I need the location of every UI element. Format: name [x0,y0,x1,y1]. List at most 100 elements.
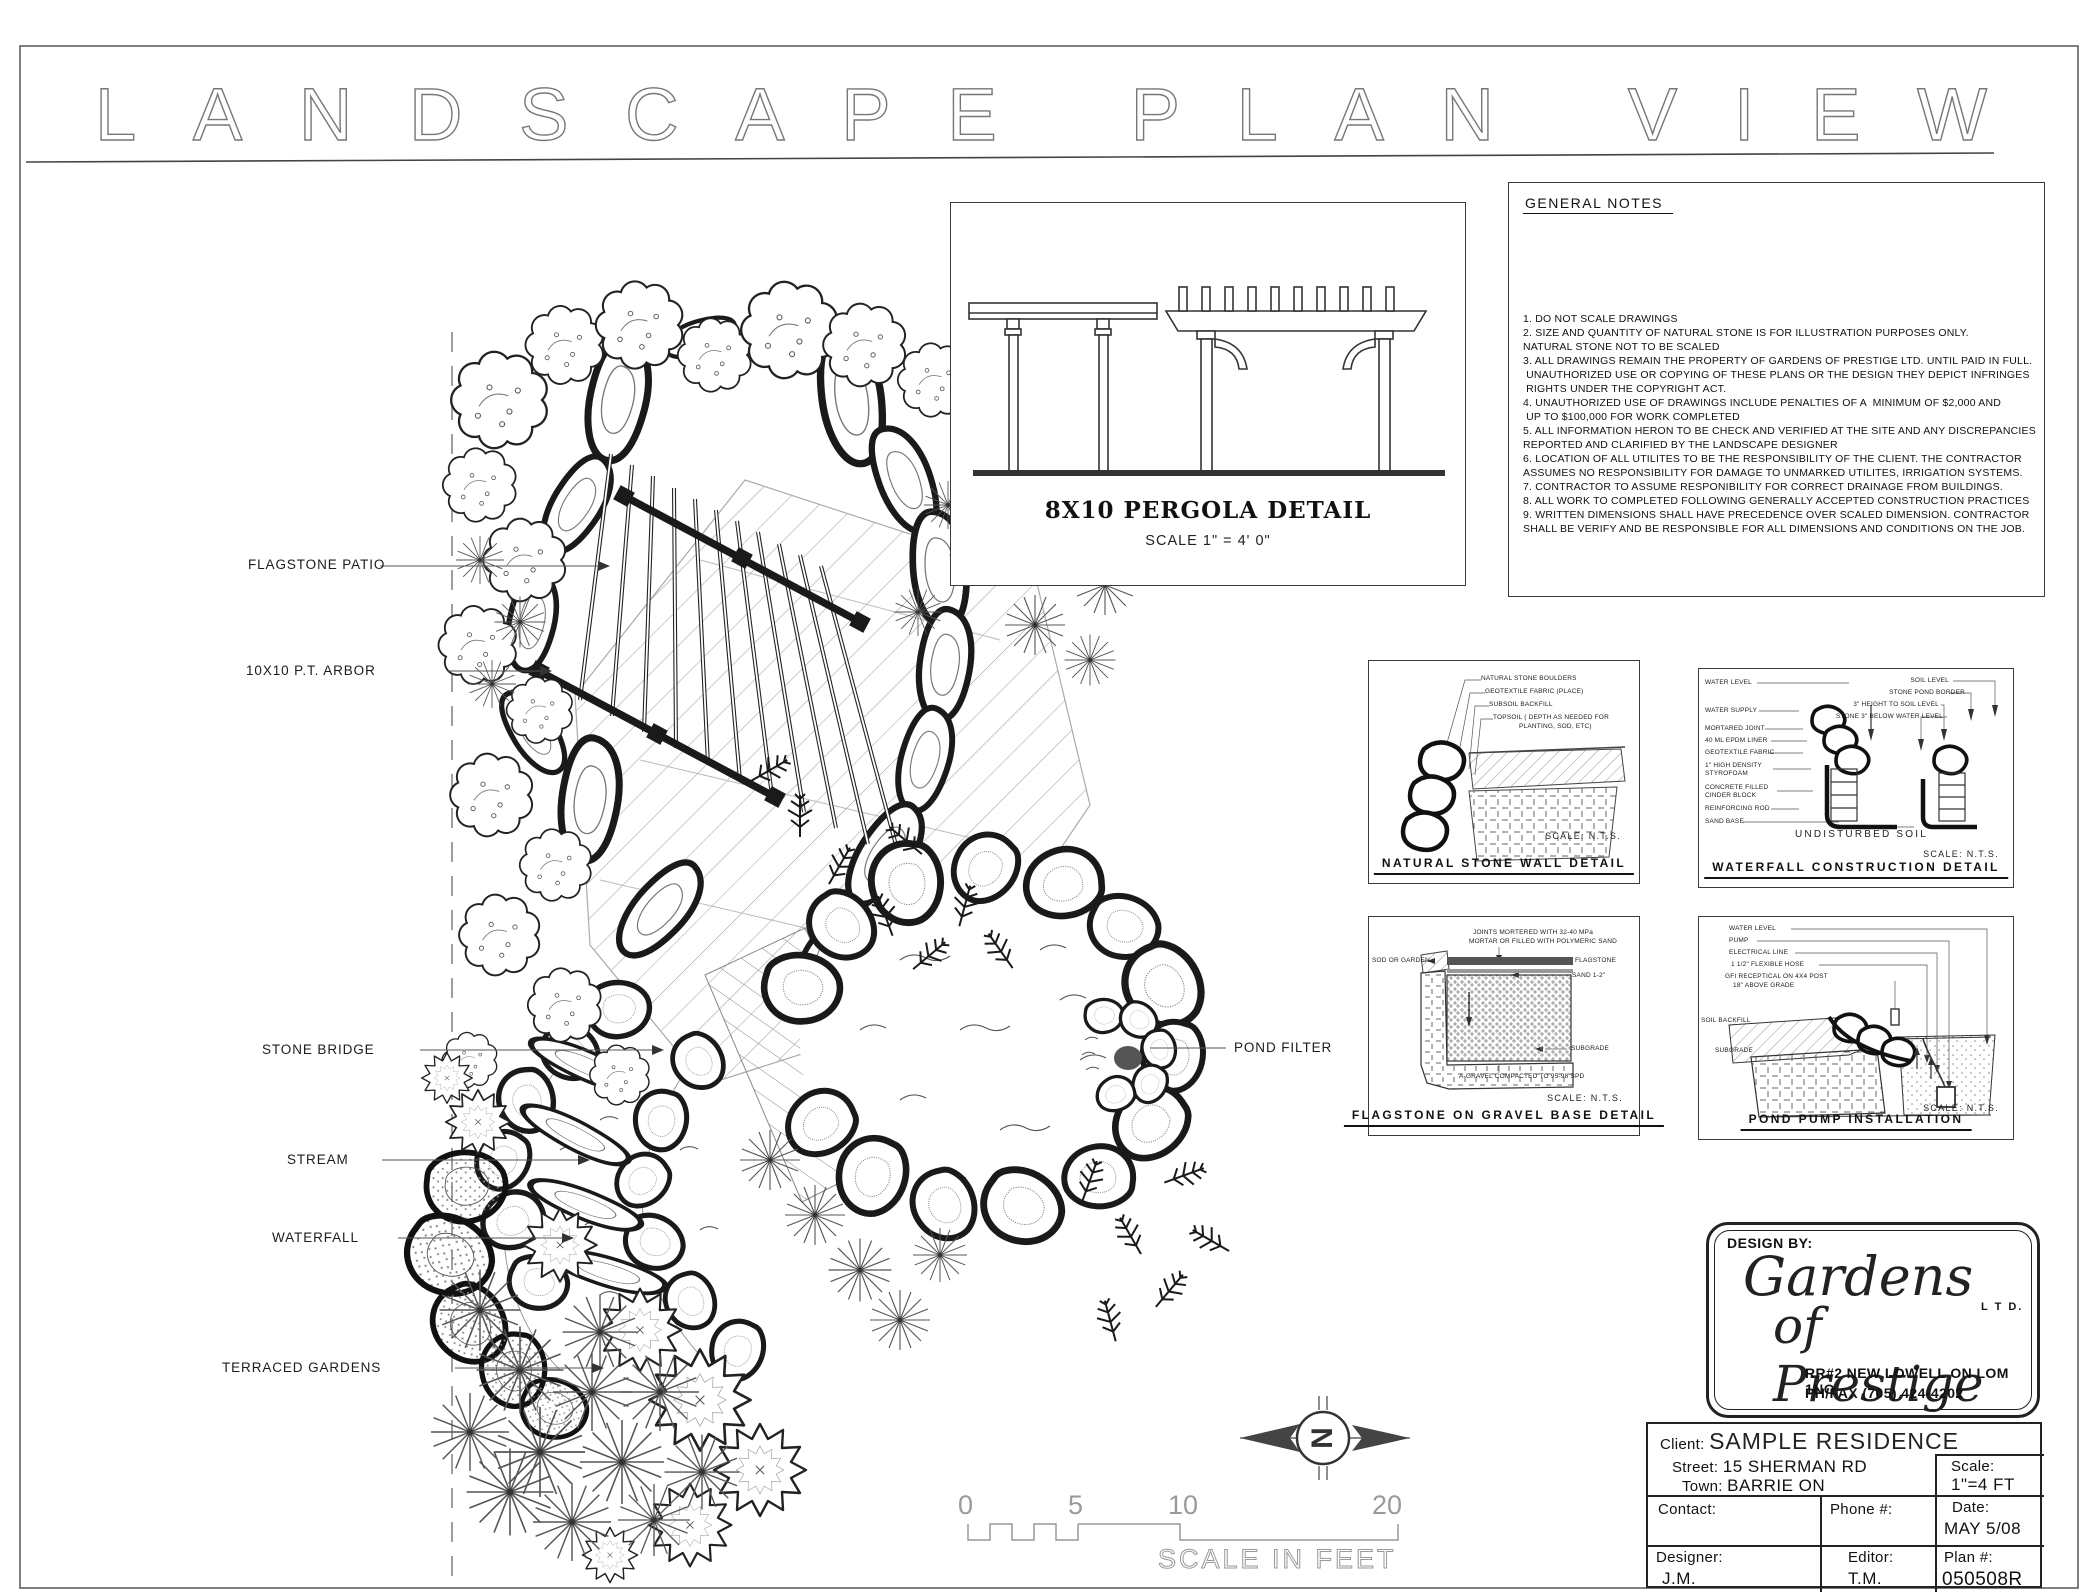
stone-wall-detail-title: NATURAL STONE WALL DETAIL [1373,856,1635,875]
note-line: NATURAL STONE NOT TO BE SCALED [1523,341,1720,353]
designer-value: J.M. [1662,1569,1697,1588]
scale-value: 1"=4 FT [1951,1475,2015,1494]
note-line: 6. LOCATION OF ALL UTILITES TO BE THE RE… [1523,453,2022,465]
callout: SUBGRADE [1715,1047,1754,1054]
company-name-line2: of Prestige [1773,1297,1984,1413]
callout: SOIL LEVEL [1910,677,1949,684]
undisturbed-soil-label: UNDISTURBED SOIL [1795,829,1928,840]
callout: PUMP [1729,937,1749,944]
callout: 3" HEIGHT TO SOIL LEVEL [1853,701,1939,708]
pond-pump-detail-title: POND PUMP INSTALLATION [1740,1112,1972,1131]
callout: WATER LEVEL [1705,679,1752,686]
leader-arrows [540,561,664,1373]
callout: STONE POND BORDER [1889,689,1965,696]
callout: SAND 1-2" [1572,972,1606,979]
callout: CINDER BLOCK [1705,792,1757,799]
general-notes-box: GENERAL NOTES 1. DO NOT SCALE DRAWINGS 2… [1508,182,2045,597]
callout: SOIL BACKFILL [1701,1017,1751,1024]
company-suffix: L T D. [1981,1301,2024,1313]
designer-label: Designer: [1656,1549,1723,1566]
editor-label: Editor: [1848,1549,1894,1566]
callout: WATER LEVEL [1729,925,1776,932]
callout: NATURAL STONE BOULDERS [1481,675,1577,682]
company-phone: PH/FAX (705) 424-4202 [1805,1385,1964,1401]
label-waterfall: WATERFALL [272,1230,359,1245]
pergola-detail-box: 8X10 PERGOLA DETAIL SCALE 1" = 4' 0" [950,202,1466,586]
town-label: Town: [1682,1478,1723,1495]
editor-value: T.M. [1848,1569,1883,1588]
client-label: Client: [1660,1436,1705,1453]
callout: MORTARED JOINT [1705,725,1765,732]
client-row: Client: SAMPLE RESIDENCE [1660,1428,1959,1455]
plan-number-label: Plan #: [1944,1549,1993,1566]
company-name-line1: Gardens [1743,1245,1974,1308]
design-by-label: DESIGN BY: [1727,1235,1813,1251]
note-line: RIGHTS UNDER THE COPYRIGHT ACT. [1523,383,1727,395]
label-stone-bridge: STONE BRIDGE [262,1042,375,1057]
callout: SUBGRADE [1571,1045,1610,1052]
general-notes-title: GENERAL NOTES [1523,195,1674,214]
note-line: 4. UNAUTHORIZED USE OF DRAWINGS INCLUDE … [1523,397,2002,409]
town-value: BARRIE ON [1727,1476,1826,1495]
note-line: 5. ALL INFORMATION HERON TO BE CHECK AND… [1523,425,2036,437]
flagstone-drawing [1420,947,1574,1090]
note-line: UP TO $100,000 FOR WORK COMPLETED [1523,411,1740,423]
callout: GEOTEXTILE FABRIC [1705,749,1775,756]
note-line: 7. CONTRACTOR TO ASSUME RESPONIBILITY FO… [1523,481,2003,493]
date-label: Date: [1952,1499,1990,1516]
callout: 1" HIGH DENSITY [1705,762,1762,769]
leader-lines [380,565,1226,1369]
company-address: RR#2 NEW LOWELL ON LOM 1NO [1805,1365,2009,1397]
scale-tick-20: 20 [1372,1490,1402,1520]
waterfall-detail-box: WATER LEVEL WATER SUPPLY MORTARED JOINT … [1698,668,2014,888]
date-value: MAY 5/08 [1944,1519,2022,1538]
stone-wall-detail-box: NATURAL STONE BOULDERS GEOTEXTILE FABRIC… [1368,660,1640,884]
sheet-frame [19,45,2079,1589]
pond-area [759,822,1215,1257]
scale-tick-0: 0 [958,1490,973,1520]
client-value: SAMPLE RESIDENCE [1709,1428,1959,1454]
callout: REINFORCING ROD [1705,805,1770,812]
scale-bar [967,1523,1399,1541]
stone-wall-drawing [1400,679,1626,862]
street-value: 15 SHERMAN RD [1722,1457,1868,1476]
note-line: SHALL BE VERIFY AND BE RESPONSIBLE FOR A… [1523,523,2026,535]
street-row: Street: 15 SHERMAN RD [1672,1457,1867,1477]
label-flagstone-patio: FLAGSTONE PATIO [248,557,386,572]
flagstone-detail-box: SOD OR GARDEN JOINTS MORTERED WITH 32-40… [1343,916,1665,1136]
pond-pump-drawing [1728,928,1996,1118]
callout: MORTAR OR FILLED WITH POLYMERIC SAND [1469,938,1618,945]
callout: SAND BASE [1705,818,1745,825]
note-line: UNAUTHORIZED USE OR COPYING OF THESE PLA… [1523,369,2030,381]
plan-number-value: 050508R [1942,1569,2023,1590]
label-stream: STREAM [287,1152,349,1167]
callout: STYROFOAM [1705,770,1748,777]
callout: ELECTRICAL LINE [1729,949,1789,956]
town-row: Town: BARRIE ON [1682,1476,1825,1496]
label-pond-filter: POND FILTER [1234,1040,1333,1055]
title-underline [25,152,1995,163]
callout: TOPSOIL ( DEPTH AS NEEDED FOR [1493,714,1609,721]
scale-tick-10: 10 [1168,1490,1198,1520]
callout: PLANTING, SOD, ETC) [1519,723,1592,730]
pond-pump-detail-box: WATER LEVEL PUMP ELECTRICAL LINE 1 1/2" … [1698,916,2014,1140]
note-line: 2. SIZE AND QUANTITY OF NATURAL STONE IS… [1523,327,1969,339]
pond-filter-rocks [1081,993,1181,1118]
callout: SUBSOIL BACKFILL [1489,701,1553,708]
callout: JOINTS MORTERED WITH 32-40 MPa [1473,929,1594,936]
callout: 18" ABOVE GRADE [1733,982,1795,989]
note-line: 9. WRITTEN DIMENSIONS SHALL HAVE PRECEDE… [1523,509,2030,521]
north-arrow-icon [1240,1396,1410,1480]
callout: 40 ML EPDM LINER [1705,737,1768,744]
contact-label: Contact: [1658,1501,1717,1518]
scale-tick-5: 5 [1068,1490,1083,1520]
waterfall-detail-title: WATERFALL CONSTRUCTION DETAIL [1704,860,2008,879]
scale-label: Scale: [1951,1458,1995,1475]
label-arbor: 10X10 P.T. ARBOR [246,663,376,678]
detail-scale: SCALE: N.T.S. [1545,831,1621,841]
callout: A-GRAVEL COMPACTED TO 95-98 SPD [1459,1073,1585,1080]
note-line: ASSUMES NO RESPONSIBILITY FOR DAMAGE TO … [1523,467,2023,479]
waterfall-drawing [1743,680,1998,830]
